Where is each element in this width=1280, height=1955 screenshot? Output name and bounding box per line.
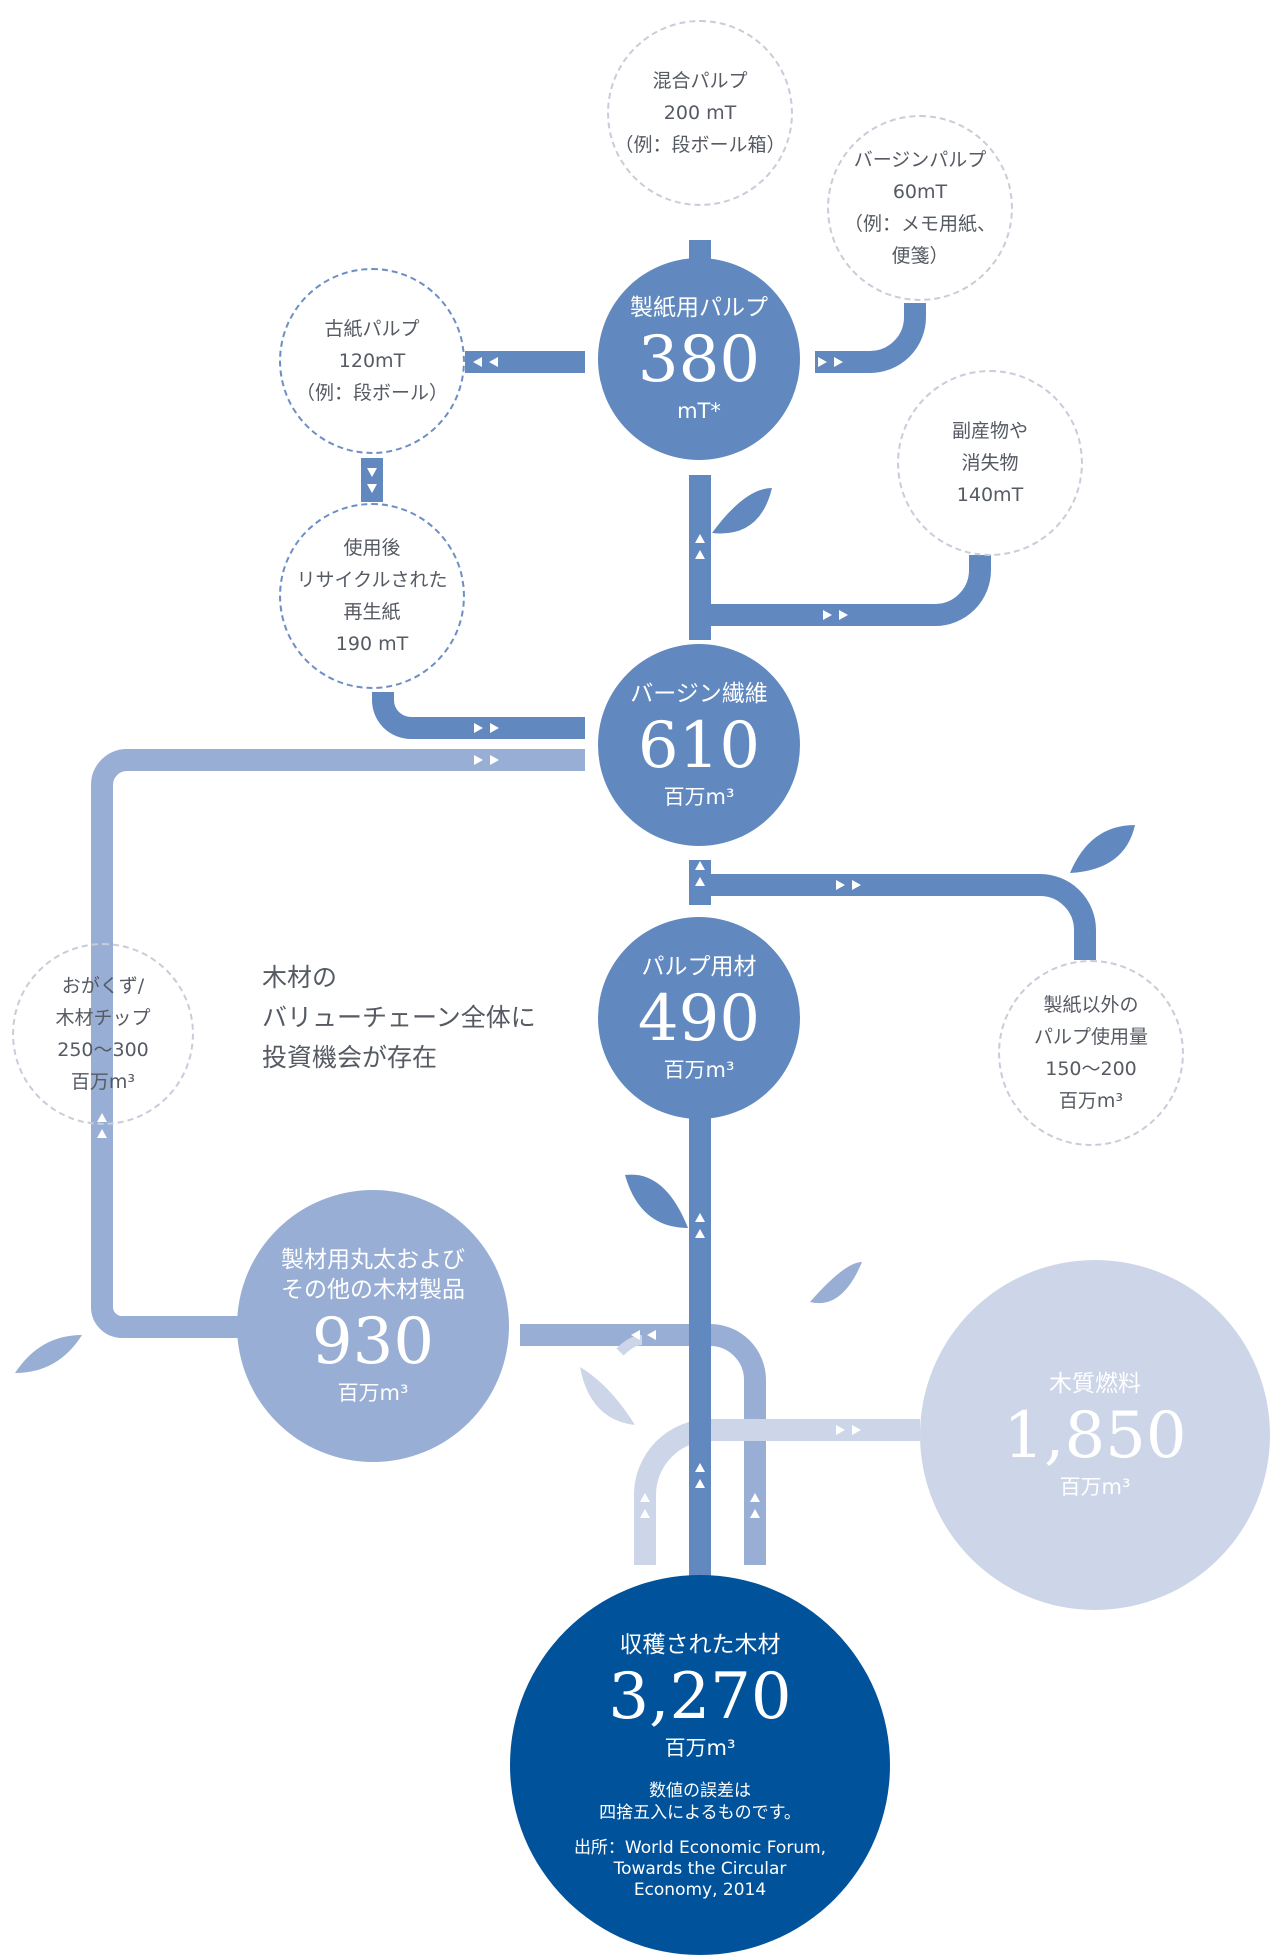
flow-recycled-to-fiber: [372, 692, 585, 739]
bubble-virgin-pulp-line1: バージンパルプ: [853, 149, 987, 171]
source-line3: Economy, 2014: [633, 1879, 767, 1900]
annotation-line2: バリューチェーン全体に: [262, 1003, 536, 1032]
source-line1: 出所：World Economic Forum,: [573, 1837, 827, 1858]
bubble-virgin-pulp: バージンパルプ 60mT （例：メモ用紙、 便箋）: [827, 115, 1013, 301]
flow-harvest-to-fuel: [634, 1419, 920, 1565]
bubble-recovered-pulp-line2: 120mT: [338, 350, 406, 372]
node-pulpwood: パルプ用材 490 百万m³: [598, 917, 800, 1119]
flow-paper-pulp-to-virgin-pulp: [815, 303, 926, 373]
bubble-sawdust-line3: 250〜300: [57, 1039, 149, 1061]
bubble-sawdust: おがくず/ 木材チップ 250〜300 百万m³: [12, 943, 194, 1125]
bubble-recovered-pulp-line1: 古紙パルプ: [324, 318, 420, 340]
bubble-recovered-pulp-line3: （例：段ボール）: [295, 382, 448, 404]
node-lumber-value: 930: [311, 1305, 435, 1379]
bubble-recycled-paper-line2: リサイクルされた: [296, 569, 448, 591]
node-lumber: 製材用丸太および その他の木材製品 930 百万m³: [237, 1190, 509, 1462]
bubble-non-paper-pulp: 製紙以外の パルプ使用量 150〜200 百万m³: [998, 960, 1184, 1146]
bubble-mixed-pulp-line1: 混合パルプ: [652, 70, 748, 92]
node-wood-fuel-unit: 百万m³: [1059, 1475, 1131, 1499]
node-harvested-label: 収穫された木材: [619, 1631, 781, 1658]
flow-harvest-to-lumber: [520, 1324, 766, 1565]
bubble-non-paper-pulp-line2: パルプ使用量: [1033, 1026, 1148, 1048]
node-wood-fuel-label: 木質燃料: [1049, 1371, 1141, 1397]
annotation-line1: 木材の: [262, 963, 338, 992]
bubble-byproducts-line2: 消失物: [961, 452, 1019, 474]
leaf-right-upper: [810, 1262, 862, 1304]
node-virgin-fiber: バージン繊維 610 百万m³: [598, 644, 800, 846]
bubble-recycled-paper: 使用後 リサイクルされた 再生紙 190 mT: [279, 503, 465, 689]
node-lumber-label-line1: 製材用丸太および: [281, 1247, 465, 1273]
source-line2: Towards the Circular: [613, 1858, 787, 1879]
node-wood-fuel-value: 1,850: [1003, 1399, 1187, 1473]
node-pulpwood-unit: 百万m³: [663, 1058, 735, 1082]
bubble-virgin-pulp-line4: 便箋）: [891, 245, 949, 267]
bubble-virgin-pulp-line2: 60mT: [892, 181, 948, 203]
leaf-nonpaper-right: [1070, 825, 1135, 873]
bubble-recycled-paper-line3: 再生紙: [343, 601, 401, 623]
value-chain-annotation: 木材の バリューチェーン全体に 投資機会が存在: [262, 958, 536, 1078]
bubble-byproducts: 副産物や 消失物 140mT: [897, 370, 1083, 556]
node-wood-fuel: 木質燃料 1,850 百万m³: [920, 1260, 1270, 1610]
node-paper-pulp-unit: mT*: [677, 399, 721, 423]
bubble-byproducts-line1: 副産物や: [951, 420, 1028, 442]
node-pulpwood-label: パルプ用材: [641, 954, 757, 980]
bubble-recycled-paper-line4: 190 mT: [335, 633, 409, 655]
bubble-mixed-pulp: 混合パルプ 200 mT （例：段ボール箱）: [607, 20, 793, 206]
bubble-sawdust-line4: 百万m³: [70, 1071, 136, 1093]
node-lumber-unit: 百万m³: [337, 1381, 409, 1405]
node-harvested-value: 3,270: [608, 1659, 792, 1734]
node-virgin-fiber-value: 610: [637, 709, 761, 783]
node-virgin-fiber-unit: 百万m³: [663, 785, 735, 809]
flow-byproducts-branch: [700, 555, 991, 626]
node-virgin-fiber-label: バージン繊維: [630, 681, 768, 707]
bubble-non-paper-pulp-line1: 製紙以外の: [1043, 994, 1139, 1016]
flow-fuel-upper: [616, 1335, 643, 1356]
node-harvested-unit: 百万m³: [664, 1735, 736, 1760]
bubble-mixed-pulp-line2: 200 mT: [663, 102, 737, 124]
node-pulpwood-value: 490: [637, 982, 761, 1056]
node-lumber-label-line2: その他の木材製品: [281, 1277, 465, 1303]
node-harvested-wood: 収穫された木材 3,270 百万m³ 数値の誤差は 四捨五入によるものです。 出…: [510, 1575, 890, 1955]
node-paper-pulp: 製紙用パルプ 380 mT*: [598, 258, 800, 460]
bubble-virgin-pulp-line3: （例：メモ用紙、: [843, 213, 996, 235]
bubble-non-paper-pulp-line4: 百万m³: [1058, 1090, 1124, 1112]
leaf-paper-pulp-right: [712, 488, 772, 534]
node-paper-pulp-label: 製紙用パルプ: [630, 295, 768, 321]
node-paper-pulp-value: 380: [637, 323, 761, 397]
bubble-byproducts-line3: 140mT: [956, 484, 1024, 506]
rounding-note-line2: 四捨五入によるものです。: [599, 1802, 801, 1823]
rounding-note-line1: 数値の誤差は: [649, 1780, 751, 1801]
flow-lumber-to-virgin-fiber: [91, 749, 585, 1338]
leaf-pulpwood-left: [625, 1174, 688, 1228]
bubble-recycled-paper-line1: 使用後: [343, 537, 401, 559]
bubble-sawdust-line2: 木材チップ: [55, 1007, 151, 1029]
leaf-lumber-left: [15, 1335, 82, 1373]
bubble-mixed-pulp-line3: （例：段ボール箱）: [614, 134, 786, 156]
flow-nonpaper-branch: [700, 874, 1096, 960]
bubble-sawdust-line1: おがくず/: [61, 975, 145, 997]
bubble-non-paper-pulp-line3: 150〜200: [1045, 1058, 1137, 1080]
leaf-pale-left: [580, 1367, 635, 1425]
annotation-line3: 投資機会が存在: [262, 1043, 438, 1072]
bubble-recovered-pulp: 古紙パルプ 120mT （例：段ボール）: [279, 268, 465, 454]
